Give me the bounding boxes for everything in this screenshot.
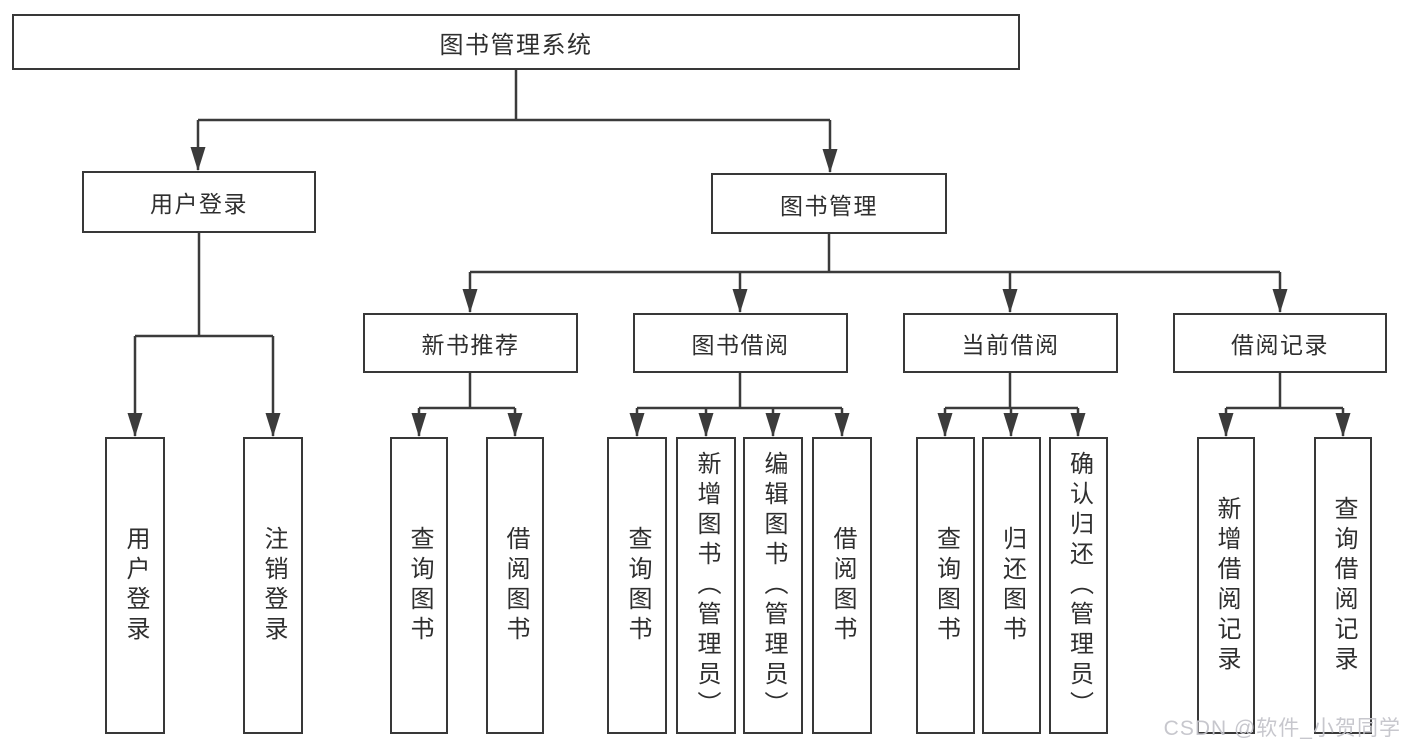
leaf-query-books-recommend: 查询图书 bbox=[390, 437, 448, 734]
csdn-watermark: CSDN @软件_小贺同学 bbox=[1163, 717, 1401, 740]
node-label: 用户登录 bbox=[150, 191, 248, 217]
node-library-management-system: 图书管理系统 bbox=[12, 14, 1020, 70]
node-label: 编辑图书（管理员） bbox=[760, 450, 787, 721]
node-borrowing-records: 借阅记录 bbox=[1173, 313, 1387, 373]
node-label: 图书借阅 bbox=[691, 332, 790, 358]
leaf-borrow-books: 借阅图书 bbox=[812, 437, 872, 734]
node-label: 图书管理 bbox=[780, 192, 878, 219]
node-user-login: 用户登录 bbox=[82, 171, 316, 233]
node-new-book-recommendation: 新书推荐 bbox=[363, 313, 578, 373]
node-label: 图书管理系统 bbox=[439, 31, 593, 59]
node-label: 查询借阅记录 bbox=[1330, 495, 1357, 676]
node-label: 新书推荐 bbox=[421, 332, 520, 358]
node-label: 借阅图书 bbox=[829, 525, 856, 646]
leaf-logout: 注销登录 bbox=[243, 437, 303, 734]
leaf-confirm-return-admin: 确认归还（管理员） bbox=[1049, 437, 1108, 734]
node-label: 当前借阅 bbox=[961, 332, 1060, 358]
node-current-borrowing: 当前借阅 bbox=[903, 313, 1118, 373]
node-label: 用户登录 bbox=[122, 525, 149, 646]
leaf-query-books-current: 查询图书 bbox=[916, 437, 975, 734]
node-label: 查询图书 bbox=[624, 525, 651, 646]
node-label: 借阅记录 bbox=[1231, 332, 1329, 358]
node-label: 查询图书 bbox=[932, 525, 960, 646]
leaf-borrow-books-recommend: 借阅图书 bbox=[486, 437, 544, 734]
node-label: 确认归还（管理员） bbox=[1065, 450, 1093, 721]
node-label: 新增借阅记录 bbox=[1213, 495, 1240, 676]
node-label: 新增图书（管理员） bbox=[693, 450, 720, 721]
node-label: 查询图书 bbox=[406, 525, 433, 646]
node-book-management: 图书管理 bbox=[711, 173, 947, 234]
leaf-add-borrow-record: 新增借阅记录 bbox=[1197, 437, 1255, 734]
leaf-user-login: 用户登录 bbox=[105, 437, 165, 734]
leaf-query-borrow-record: 查询借阅记录 bbox=[1314, 437, 1372, 734]
leaf-query-books-borrow: 查询图书 bbox=[607, 437, 667, 734]
node-label: 借阅图书 bbox=[502, 525, 529, 646]
leaf-return-book: 归还图书 bbox=[982, 437, 1041, 734]
node-label: 归还图书 bbox=[998, 525, 1026, 646]
leaf-add-book-admin: 新增图书（管理员） bbox=[676, 437, 736, 734]
node-book-borrowing: 图书借阅 bbox=[633, 313, 848, 373]
leaf-edit-book-admin: 编辑图书（管理员） bbox=[743, 437, 803, 734]
node-label: 注销登录 bbox=[260, 525, 287, 646]
